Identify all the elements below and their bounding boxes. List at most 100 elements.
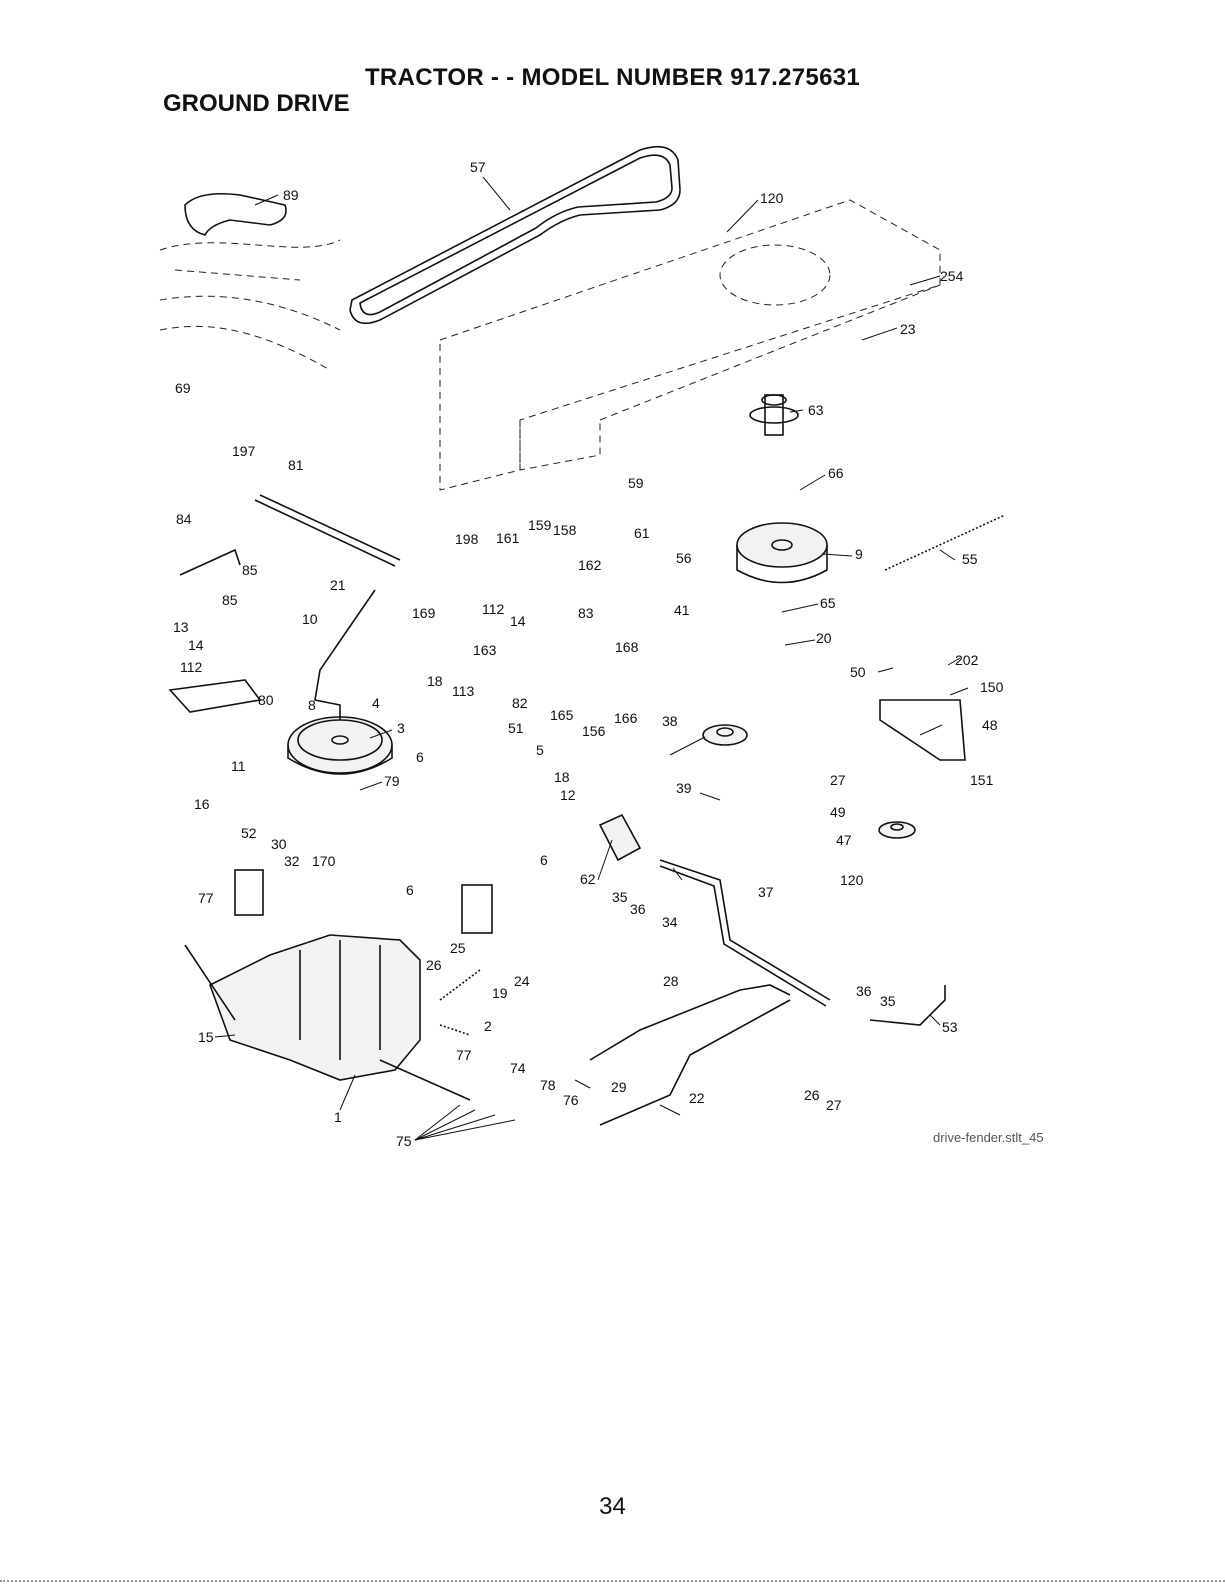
- callout: 254: [940, 268, 964, 284]
- callout: 32: [284, 853, 300, 869]
- callout: 41: [674, 602, 690, 618]
- callout: 30: [271, 836, 287, 852]
- callout: 75: [396, 1133, 412, 1149]
- callout: 19: [492, 985, 508, 1001]
- page-title: TRACTOR - - MODEL NUMBER 917.275631: [364, 64, 861, 91]
- callout: 161: [496, 530, 520, 546]
- drive-rod: [589, 984, 791, 1061]
- shift-lever: [314, 589, 376, 720]
- callout: 2: [484, 1018, 492, 1034]
- callout: 61: [634, 525, 650, 541]
- bracket-52-left: [234, 869, 264, 916]
- spring-25: [439, 969, 481, 1001]
- electric-clutch: [736, 522, 828, 584]
- callout: 27: [830, 772, 846, 788]
- callout: 35: [880, 993, 896, 1009]
- callout: 20: [816, 630, 832, 646]
- callout: 198: [455, 531, 479, 547]
- callout: 27: [826, 1097, 842, 1113]
- fender-outline: [159, 239, 341, 371]
- lift-rod-53: [869, 985, 946, 1026]
- callout: 80: [258, 692, 274, 708]
- leader-lines: [214, 176, 969, 1141]
- callout: 63: [808, 402, 824, 418]
- brake-rod-22: [599, 999, 791, 1126]
- callout: 197: [232, 443, 256, 459]
- brake-bracket: [168, 679, 262, 713]
- page-number: 34: [599, 1493, 626, 1520]
- callout: 35: [612, 889, 628, 905]
- callout: 120: [760, 190, 784, 206]
- callout: 38: [662, 713, 678, 729]
- motion-shaft: [659, 859, 831, 1007]
- section-title: GROUND DRIVE: [163, 90, 350, 117]
- callout: 78: [540, 1077, 556, 1093]
- callout: 89: [283, 187, 299, 203]
- callout: 55: [962, 551, 978, 567]
- idler-bracket: [879, 699, 966, 761]
- callout: 51: [508, 720, 524, 736]
- callout: 84: [176, 511, 192, 527]
- spring-55: [884, 514, 1006, 571]
- callout: 79: [384, 773, 400, 789]
- callout: 34: [662, 914, 678, 930]
- spacer-62: [598, 813, 642, 862]
- callout: 77: [198, 890, 214, 906]
- callout: 26: [426, 957, 442, 973]
- callout: 83: [578, 605, 594, 621]
- spring-2: [439, 1024, 471, 1036]
- callout: 5: [536, 742, 544, 758]
- callout: 82: [512, 695, 528, 711]
- callout: 50: [850, 664, 866, 680]
- callout: 48: [982, 717, 998, 733]
- transaxle: [184, 934, 471, 1101]
- callout: 120: [840, 872, 864, 888]
- drive-belt: [349, 145, 681, 325]
- fender-handle: [184, 192, 287, 236]
- callout: 85: [222, 592, 238, 608]
- callout: 168: [615, 639, 639, 655]
- callout: 156: [582, 723, 606, 739]
- callout: 23: [900, 321, 916, 337]
- callout: 81: [288, 457, 304, 473]
- callout: 77: [456, 1047, 472, 1063]
- callout: 6: [416, 749, 424, 765]
- callout: 36: [630, 901, 646, 917]
- bracket-52-right: [461, 884, 493, 934]
- callout: 21: [330, 577, 346, 593]
- callout: 112: [482, 601, 505, 617]
- callout: 85: [242, 562, 258, 578]
- callout: 39: [676, 780, 692, 796]
- callout: 53: [942, 1019, 958, 1035]
- callout: 28: [663, 973, 679, 989]
- callout: 59: [628, 475, 644, 491]
- callout: 56: [676, 550, 692, 566]
- callout: 37: [758, 884, 774, 900]
- idler-pulley-47: [878, 821, 916, 839]
- callout: 49: [830, 804, 846, 820]
- callout: 151: [970, 772, 994, 788]
- callout: 69: [175, 380, 191, 396]
- callout: 76: [563, 1092, 579, 1108]
- callout: 6: [406, 882, 414, 898]
- callout: 66: [828, 465, 844, 481]
- callout: 13: [173, 619, 189, 635]
- callout: 62: [580, 871, 596, 887]
- callout: 22: [689, 1090, 705, 1106]
- callout: 9: [855, 546, 863, 562]
- callout: 25: [450, 940, 466, 956]
- callout: 169: [412, 605, 436, 621]
- shift-rod: [254, 494, 401, 567]
- callout: 29: [611, 1079, 627, 1095]
- callout: 166: [614, 710, 638, 726]
- callout: 150: [980, 679, 1004, 695]
- callout: 163: [473, 642, 497, 658]
- file-reference: drive-fender.stlt_45: [933, 1130, 1044, 1145]
- idler-pulley-38: [702, 724, 748, 746]
- callout: 159: [528, 517, 552, 533]
- callout: 11: [231, 758, 246, 774]
- scan-edge-rule: [0, 1580, 1225, 1582]
- callout: 112: [180, 659, 203, 675]
- callout: 3: [397, 720, 405, 736]
